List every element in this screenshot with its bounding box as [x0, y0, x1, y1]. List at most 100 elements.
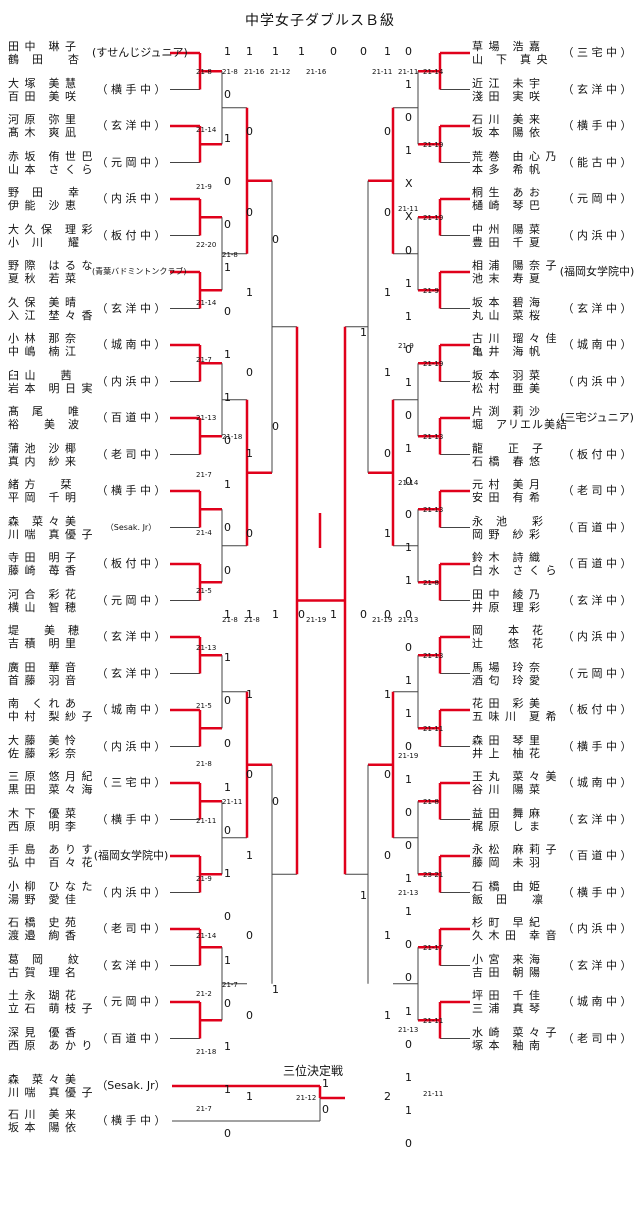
left-player-1: 廣 田 華 音 [8, 660, 77, 674]
left-r1-game-score: 21-4 [196, 529, 212, 538]
right-team: （ 玄 洋 中 ） [562, 301, 632, 315]
left-r1-score: 1 [224, 1040, 231, 1054]
right-player-1: 花 田 彩 美 [472, 697, 541, 710]
left-player-2: 湯 野 愛 佳 [8, 892, 77, 906]
left-r1-score: 1 [224, 131, 231, 145]
right-r3-score: 1 [360, 326, 367, 340]
right-r1-score: 0 [405, 342, 412, 356]
right-team: （ 板 付 中 ） [562, 703, 632, 716]
right-player-1: 王 丸 菜 々 美 [472, 770, 558, 783]
right-team: （ 百 道 中 ） [562, 557, 632, 570]
right-player-2: 亀 井 海 帆 [472, 345, 541, 358]
left-r2-score: 1 [246, 1089, 253, 1103]
right-player-2: 坂 本 陽 依 [472, 126, 541, 139]
left-team: （ 玄 洋 中 ） [96, 301, 166, 315]
right-r1-score: 1 [405, 905, 412, 919]
right-player-2: 飯 田 凛 [472, 892, 544, 906]
left-r1-score: 0 [224, 1126, 231, 1140]
right-team: （ 内 浜 中 ） [562, 374, 632, 388]
left-team: （ 老 司 中 ） [96, 447, 166, 461]
right-r1-score: 1 [405, 1004, 412, 1018]
left-r2-score: 1 [246, 446, 253, 460]
left-player-2: 吉 積 明 里 [8, 637, 77, 650]
right-player-1: 相 浦 陽 奈 子 [472, 259, 558, 272]
right-team: （ 三 宅 中 ） [562, 46, 632, 59]
third-place-player-1: 森 菜 々 美 [8, 1073, 77, 1086]
left-r1-game-score: 21-7 [196, 356, 212, 365]
left-team: （ 元 岡 中 ） [96, 155, 166, 169]
right-team: （ 内 浜 中 ） [562, 922, 632, 935]
right-r2-score: 2 [384, 1089, 391, 1103]
right-r1-score: 0 [405, 111, 412, 125]
right-player-1: 桐 生 あ お [472, 186, 541, 199]
left-player-2: 百 田 美 咲 [8, 89, 77, 103]
right-r1-score: 0 [405, 938, 412, 952]
right-player-2: 井 原 理 彩 [472, 600, 541, 614]
right-team: （ 横 手 中 ） [562, 739, 632, 753]
left-player-2: 横 山 智 穂 [8, 600, 77, 614]
left-r1-score: 0 [224, 737, 231, 751]
right-r1-score: X [405, 210, 413, 224]
left-r1-score: 0 [224, 174, 231, 188]
left-player-1: 野 際 は る な [8, 259, 94, 272]
right-player-1: 森 田 琴 里 [472, 733, 541, 747]
right-r1-game-score: 23-21 [423, 871, 444, 879]
left-team: （ 板 付 中 ） [96, 557, 166, 570]
left-r1-score: 1 [224, 261, 231, 275]
right-team: （ 内 浜 中 ） [562, 630, 632, 643]
right-player-1: 坂 本 羽 菜 [472, 368, 541, 382]
left-r1-game-score: 21-5 [196, 586, 212, 595]
right-r1-score: 0 [405, 45, 412, 58]
right-r2-game-score: 21-14 [398, 478, 419, 487]
left-player-2: 古 賀 理 名 [8, 965, 77, 979]
left-r1-game-score: 21-18 [196, 1047, 217, 1056]
left-player-2: 山 本 さ く ら [8, 162, 94, 176]
right-r2-game-score: 21-19 [398, 752, 419, 761]
right-player-2: 五 味 川 夏 希 [472, 710, 558, 723]
right-player-1: 近 江 未 宇 [472, 76, 541, 90]
right-player-2: 岡 野 紗 彩 [472, 527, 541, 541]
left-player-1: 小 柳 ひ な た [8, 879, 94, 893]
right-player-1: 石 川 美 来 [472, 113, 541, 126]
left-r1-game-score: 21-13 [196, 413, 217, 422]
right-player-2: 淺 田 実 咲 [472, 89, 541, 103]
right-r2-score: 1 [384, 286, 391, 300]
right-r1-score: 1 [405, 673, 412, 687]
right-r2-score: 1 [384, 45, 391, 58]
right-r2-game-score: 21-9 [398, 341, 414, 350]
right-r1-score: 0 [405, 806, 412, 820]
left-player-1: 寺 田 明 子 [8, 551, 77, 564]
right-player-1: 龍 正 子 [472, 441, 544, 455]
left-r1-game-score: 21-14 [196, 932, 217, 941]
left-player-1: 南 く れ あ [8, 697, 77, 710]
right-player-1: 荒 巻 由 心 乃 [472, 149, 558, 163]
left-r4-score: 0 [298, 607, 305, 621]
right-r1-game-score: 21-13 [423, 652, 444, 660]
left-team: （ 板 付 中 ） [96, 228, 166, 242]
left-player-2: 立 石 萌 枝 子 [8, 1002, 94, 1015]
right-r1-score: 1 [405, 574, 412, 588]
right-r2-score: 0 [384, 205, 391, 219]
left-player-2: 真 内 紗 来 [8, 454, 77, 468]
left-r3-score: 1 [272, 982, 279, 996]
left-player-2: 髙 木 爽 凪 [8, 126, 77, 139]
left-r1-score: 0 [224, 823, 231, 837]
left-player-2: 伊 能 沙 恵 [8, 199, 77, 212]
right-team: （ 内 浜 中 ） [562, 228, 632, 242]
left-player-2: 佐 藤 彩 奈 [8, 746, 77, 760]
right-r1-score: 1 [405, 706, 412, 720]
left-player-2: 藤 崎 苺 香 [8, 564, 77, 577]
right-r1-score: 0 [405, 1037, 412, 1051]
right-r1-score: 1 [405, 872, 412, 886]
right-team: （ 玄 洋 中 ） [562, 958, 632, 972]
right-r1-score: 1 [405, 1103, 412, 1117]
right-team: （ 老 司 中 ） [562, 484, 632, 497]
left-r1-score: 0 [224, 564, 231, 578]
left-team: （ 元 岡 中 ） [96, 593, 166, 607]
right-r2-score: 1 [384, 527, 391, 541]
right-team: （ 横 手 中 ） [562, 885, 632, 899]
right-r1-score: 0 [405, 1136, 412, 1150]
right-player-1: 馬 場 玲 奈 [472, 660, 541, 674]
left-r1-score: 0 [224, 218, 231, 232]
left-player-1: 手 島 あ り す [8, 843, 94, 856]
